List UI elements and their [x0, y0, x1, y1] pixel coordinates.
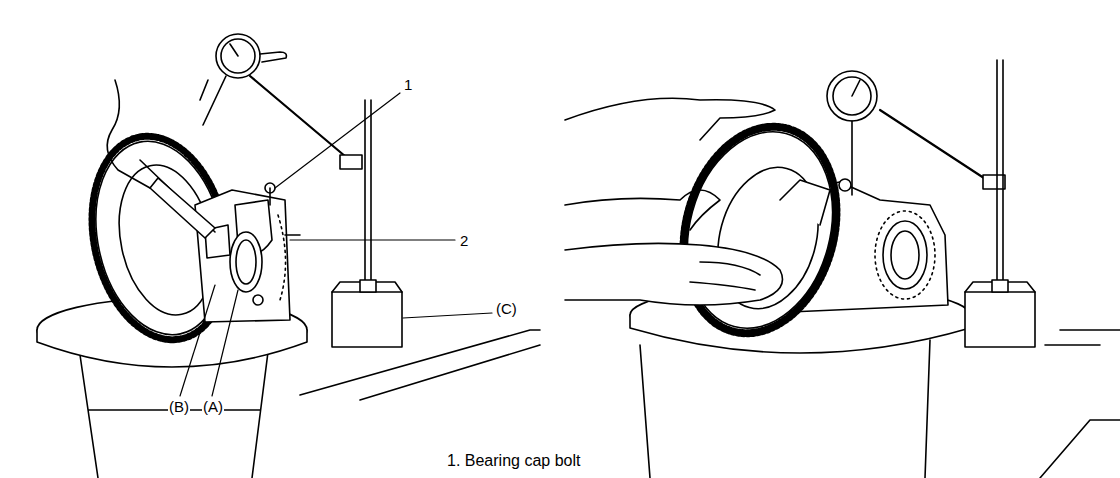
- callout-number: 2: [459, 232, 469, 249]
- left-figure: [37, 34, 540, 478]
- callout-letter: (A): [202, 398, 224, 415]
- caption-note: 1. Bearing cap bolt: [446, 452, 581, 470]
- callout-letter: (C): [495, 300, 518, 318]
- leader-lines: [180, 93, 492, 396]
- right-figure: [565, 60, 1120, 478]
- callout-letter: (B): [168, 398, 190, 416]
- callout-number: 1: [403, 76, 413, 94]
- caption-note: 1. Bearing cap bolt: [446, 452, 581, 469]
- callout-number: 2: [459, 232, 469, 250]
- callout-letter: (A): [202, 398, 224, 416]
- callout-letter: (C): [495, 300, 518, 317]
- callout-number: 1: [403, 76, 413, 93]
- callout-letter: (B): [168, 398, 190, 415]
